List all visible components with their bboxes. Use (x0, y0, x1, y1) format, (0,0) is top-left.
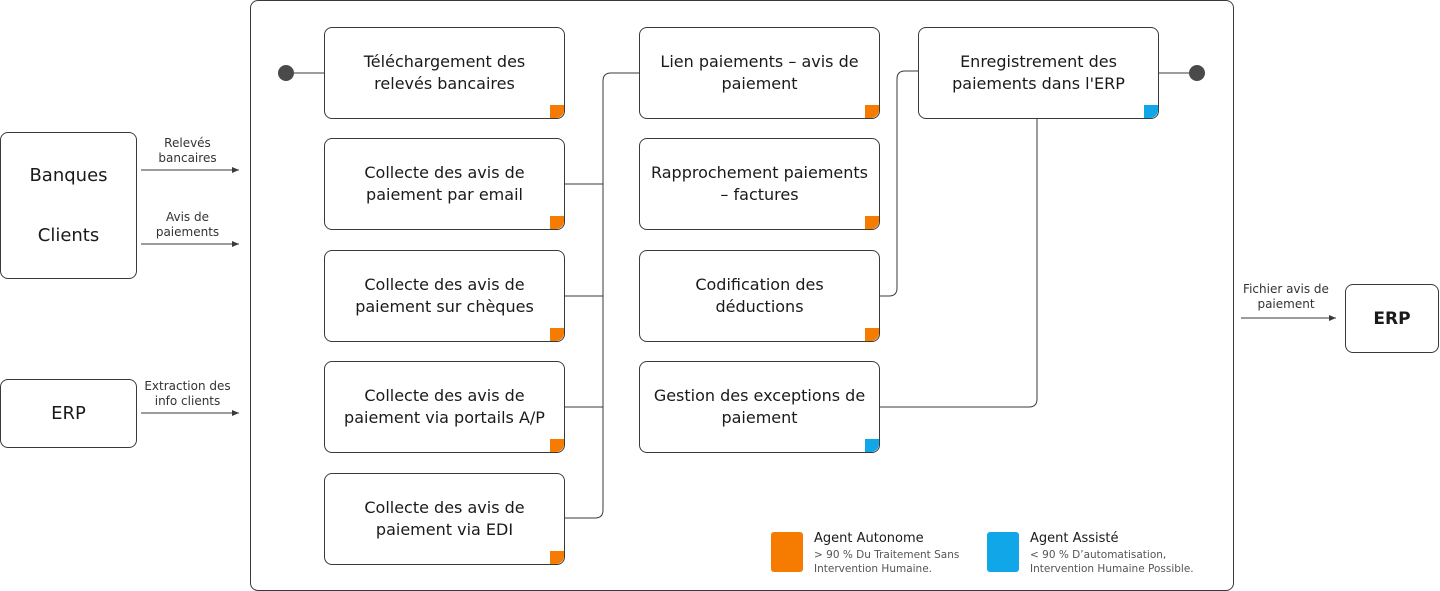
source-clients: Clients (37, 225, 100, 247)
end-node (1189, 65, 1205, 81)
agent-autonome-marker (865, 105, 879, 118)
step-lien-paiements: Lien paiements – avis de paiement (639, 27, 880, 119)
step-rapprochement: Rapprochement paiements – factures (639, 138, 880, 230)
target-erp: ERP (1345, 284, 1439, 353)
legend-assiste-desc: < 90 % D’automatisation, Intervention Hu… (1030, 548, 1194, 576)
source-banques-clients: Banques Clients (0, 132, 137, 279)
label-releves: Relevés bancaires (158, 136, 217, 165)
agent-autonome-marker (865, 328, 879, 341)
step-label: Codification des déductions (695, 275, 824, 316)
step-gestion-exceptions: Gestion des exceptions de paiement (639, 361, 880, 453)
legend-assiste-title: Agent Assisté (1030, 531, 1119, 546)
step-enregistrement-erp: Enregistrement des paiements dans l'ERP (918, 27, 1159, 119)
step-codification-deductions: Codification des déductions (639, 250, 880, 342)
legend-assiste-desc-line1: < 90 % D’automatisation, (1030, 549, 1167, 561)
step-label: Téléchargement des relevés bancaires (363, 52, 526, 93)
agent-autonome-marker (550, 105, 564, 118)
step-label: Collecte des avis de paiement par email (364, 163, 525, 204)
source-erp-label: ERP (51, 403, 86, 424)
target-erp-label: ERP (1373, 308, 1411, 329)
step-collecte-portails: Collecte des avis de paiement via portai… (324, 361, 565, 453)
legend-autonome-swatch (771, 532, 803, 572)
agent-autonome-marker (550, 216, 564, 229)
agent-assiste-marker (1144, 105, 1158, 118)
legend-assiste-desc-line2: Intervention Humaine Possible. (1030, 563, 1194, 575)
step-label: Gestion des exceptions de paiement (653, 386, 866, 427)
source-erp: ERP (0, 379, 137, 448)
label-avis: Avis de paiements (155, 210, 220, 239)
agent-autonome-marker (865, 216, 879, 229)
legend-autonome-desc-line1: > 90 % Du Traitement Sans (814, 549, 960, 561)
agent-assiste-marker (865, 439, 879, 452)
label-fichier-avis: Fichier avis de paiement (1243, 282, 1329, 311)
step-label: Collecte des avis de paiement sur chèque… (355, 275, 534, 316)
label-extraction: Extraction des info clients (144, 379, 231, 408)
step-label: Lien paiements – avis de paiement (660, 52, 859, 93)
step-collecte-edi: Collecte des avis de paiement via EDI (324, 473, 565, 565)
agent-autonome-marker (550, 551, 564, 564)
legend-autonome-desc: > 90 % Du Traitement Sans Intervention H… (814, 548, 959, 576)
legend-autonome-desc-line2: Intervention Humaine. (814, 563, 933, 575)
agent-autonome-marker (550, 328, 564, 341)
legend-autonome-title: Agent Autonome (814, 531, 924, 546)
source-banques: Banques (29, 164, 108, 186)
step-telechargement-releves: Téléchargement des relevés bancaires (324, 27, 565, 119)
step-collecte-cheques: Collecte des avis de paiement sur chèque… (324, 250, 565, 342)
step-label: Collecte des avis de paiement via EDI (364, 498, 525, 539)
step-label: Rapprochement paiements – factures (650, 163, 869, 204)
step-collecte-email: Collecte des avis de paiement par email (324, 138, 565, 230)
agent-autonome-marker (550, 439, 564, 452)
step-label: Collecte des avis de paiement via portai… (344, 386, 545, 427)
step-label: Enregistrement des paiements dans l'ERP (952, 52, 1125, 93)
start-node (278, 65, 294, 81)
legend-assiste-swatch (987, 532, 1019, 572)
